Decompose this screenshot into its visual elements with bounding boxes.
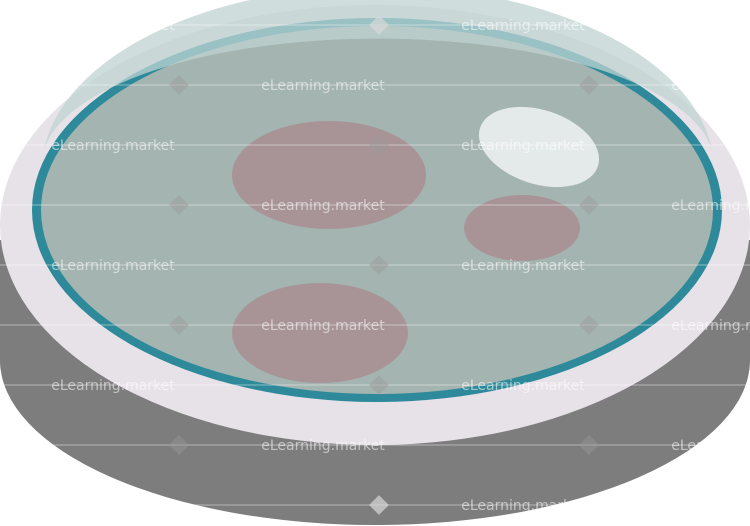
watermark-text: eLearning.market <box>461 258 585 274</box>
lid-glass <box>44 0 712 150</box>
watermark-diamond-icon <box>169 195 189 215</box>
watermark-text: eLearning.market <box>671 78 750 94</box>
watermark-text: eLearning.market <box>261 198 385 214</box>
colony-bottom <box>232 283 408 383</box>
watermark-text: eLearning.market <box>261 438 385 454</box>
watermark-diamond-icon <box>169 435 189 455</box>
watermark-layer: eLearning.market eLearning.market eLearnin… <box>0 15 750 515</box>
watermark-text: eLearning.market <box>51 378 175 394</box>
watermark-text: eLearning.market <box>51 258 175 274</box>
watermark-text: eLearning.market <box>51 18 175 34</box>
watermark-text: eLearning.market <box>461 498 585 514</box>
watermark-diamond-icon <box>369 135 389 155</box>
watermark-diamond-icon <box>369 255 389 275</box>
watermark-text: eLearning.market <box>671 438 750 454</box>
watermark-diamond-icon <box>579 435 599 455</box>
watermark-diamond-icon <box>369 495 389 515</box>
watermark-text: eLearning.market <box>461 378 585 394</box>
watermark-text: eLearning.market <box>671 198 750 214</box>
watermark-text: eLearning.market <box>461 18 585 34</box>
watermark-diamond-icon <box>369 15 389 35</box>
watermark-text: eLearning.market <box>51 498 175 514</box>
watermark-diamond-icon <box>169 315 189 335</box>
watermark-text: eLearning.market <box>261 318 385 334</box>
colony-large <box>232 121 426 229</box>
watermark-text: eLearning.market <box>261 78 385 94</box>
watermark-diamond-icon <box>579 315 599 335</box>
glass-highlight <box>478 106 600 188</box>
watermark-text: eLearning.market <box>461 138 585 154</box>
colony-small <box>464 195 580 261</box>
watermark-diamond-icon <box>169 75 189 95</box>
watermark-text: eLearning.market <box>671 318 750 334</box>
watermark-text: eLearning.market <box>51 138 175 154</box>
watermark-diamond-icon <box>369 375 389 395</box>
